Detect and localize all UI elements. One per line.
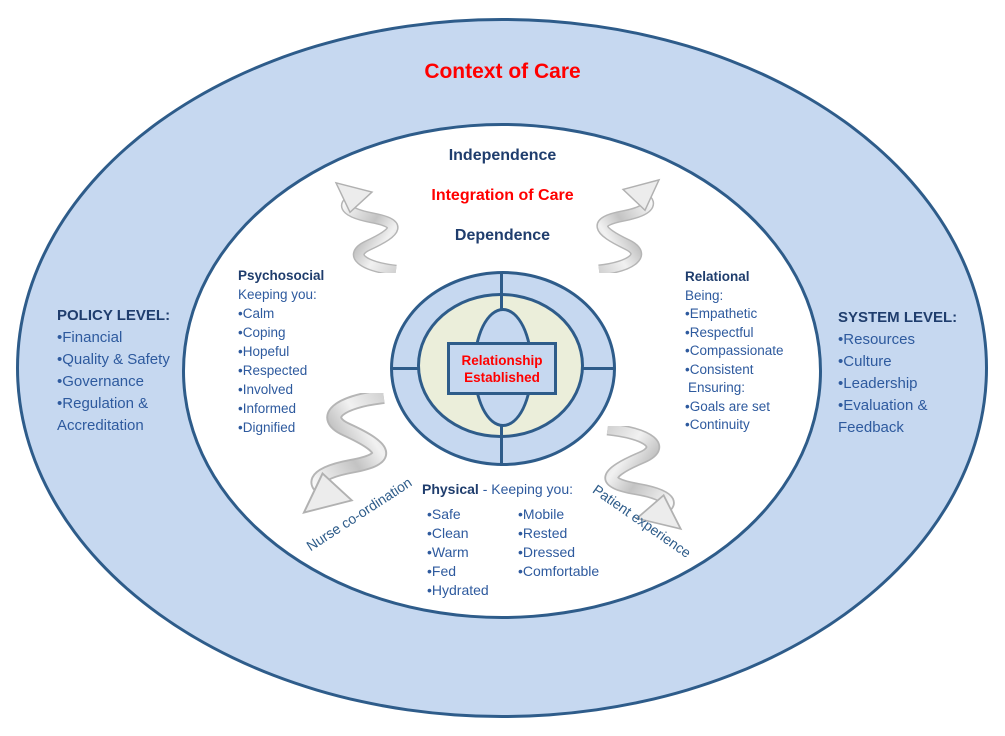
list-item: Coping xyxy=(238,323,368,342)
list-item: Regulation & Accreditation xyxy=(57,393,199,437)
physical-heading: Physical - Keeping you: xyxy=(422,481,573,497)
list-item: Leadership xyxy=(838,373,980,395)
psychosocial-list: Calm Coping Hopeful Respected Involved I… xyxy=(238,304,368,437)
list-item: Empathetic xyxy=(685,305,817,324)
spiral-arrow-top-left-icon xyxy=(312,181,412,273)
system-level-heading: SYSTEM LEVEL: xyxy=(838,309,958,326)
relational-list-2: Goals are set Continuity xyxy=(685,398,817,435)
dependence-label: Dependence xyxy=(454,227,551,244)
list-item: Dressed xyxy=(518,543,599,562)
list-item: Respectful xyxy=(685,324,817,343)
list-item: Continuity xyxy=(685,416,817,435)
list-item: Evaluation & Feedback xyxy=(838,395,980,439)
system-level-list: Resources Culture Leadership Evaluation … xyxy=(838,329,980,439)
psychosocial-heading: Psychosocial xyxy=(238,268,325,283)
relational-subheading: Being: xyxy=(685,287,724,303)
list-item: Financial xyxy=(57,327,199,349)
physical-heading-rest: - Keeping you: xyxy=(482,481,574,497)
list-item: Consistent xyxy=(685,361,817,380)
psychosocial-block: Psychosocial Keeping you: Calm Coping Ho… xyxy=(238,266,368,437)
relational-list: Empathetic Respectful Compassionate Cons… xyxy=(685,305,817,379)
list-item: Respected xyxy=(238,361,368,380)
center-divider-top xyxy=(500,272,503,310)
policy-level-heading: POLICY LEVEL: xyxy=(57,307,171,324)
list-item: Safe xyxy=(427,505,518,524)
physical-block: Safe Clean Warm Fed Hydrated Mobile Rest… xyxy=(427,505,599,600)
spiral-arrow-top-right-icon xyxy=(583,178,683,273)
relationship-line: Relationship xyxy=(461,352,543,368)
list-item: Resources xyxy=(838,329,980,351)
physical-list-column-1: Safe Clean Warm Fed Hydrated xyxy=(427,505,518,600)
policy-level-block: POLICY LEVEL: Financial Quality & Safety… xyxy=(57,305,199,437)
list-item: Comfortable xyxy=(518,562,599,581)
list-item: Compassionate xyxy=(685,342,817,361)
list-item: Calm xyxy=(238,304,368,323)
list-item: Dignified xyxy=(238,418,368,437)
list-item: Quality & Safety xyxy=(57,349,199,371)
center-divider-right xyxy=(583,367,615,370)
list-item: Hopeful xyxy=(238,342,368,361)
context-of-care-title: Context of Care xyxy=(424,60,581,83)
list-item: Culture xyxy=(838,351,980,373)
independence-label: Independence xyxy=(448,147,557,164)
center-divider-left xyxy=(392,367,420,370)
psychosocial-subheading: Keeping you: xyxy=(238,287,317,302)
center-divider-bottom xyxy=(500,426,503,466)
list-item: Governance xyxy=(57,371,199,393)
list-item: Involved xyxy=(238,380,368,399)
list-item: Rested xyxy=(518,524,599,543)
list-item: Informed xyxy=(238,399,368,418)
relational-heading: Relational xyxy=(685,269,750,284)
list-item: Warm xyxy=(427,543,518,562)
integration-of-care-label: Integration of Care xyxy=(431,187,574,204)
list-item: Clean xyxy=(427,524,518,543)
policy-level-list: Financial Quality & Safety Governance Re… xyxy=(57,327,199,437)
established-line: Established xyxy=(464,369,540,385)
system-level-block: SYSTEM LEVEL: Resources Culture Leadersh… xyxy=(838,307,980,439)
list-item: Goals are set xyxy=(685,398,817,417)
physical-list-column-2: Mobile Rested Dressed Comfortable xyxy=(518,505,599,600)
physical-heading-word: Physical xyxy=(422,481,479,497)
relational-subheading-2: Ensuring: xyxy=(688,380,746,395)
list-item: Mobile xyxy=(518,505,599,524)
list-item: Hydrated xyxy=(427,581,518,600)
relational-block: Relational Being: Empathetic Respectful … xyxy=(685,268,817,435)
relationship-established-box: Relationship Established xyxy=(447,342,557,395)
list-item: Fed xyxy=(427,562,518,581)
